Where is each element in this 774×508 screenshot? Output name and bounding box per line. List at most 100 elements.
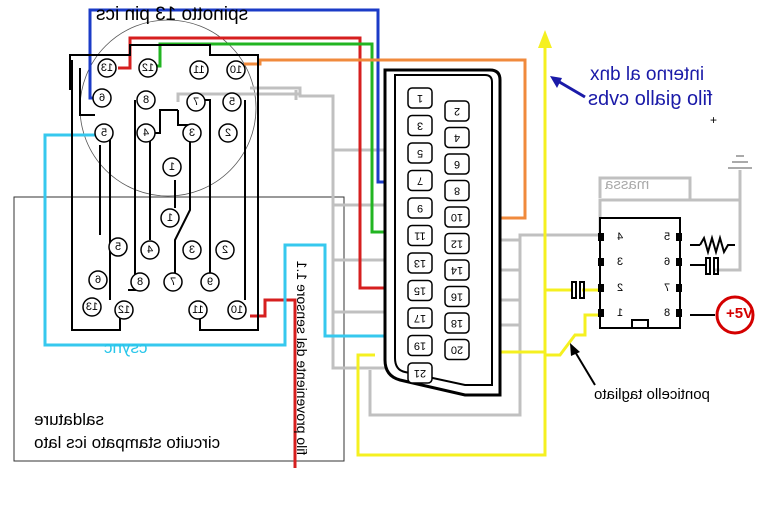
- scart-pin: 7: [407, 169, 433, 192]
- din-inner-pin-label: 2: [222, 244, 228, 256]
- scart-pin: 12: [444, 232, 470, 255]
- arrow-icon-ponticello: [570, 343, 580, 356]
- ic-pin-label: 6: [664, 256, 670, 268]
- scart-pin-label: 17: [414, 312, 426, 324]
- scart-pin: 1: [407, 87, 433, 109]
- ic-pin-lead: [676, 309, 682, 317]
- din-inner-pin: 7: [163, 272, 183, 292]
- din-outer-pin-label: 7: [193, 96, 199, 108]
- din-outer-pin-label: 1: [169, 161, 175, 173]
- ic-pin-label: 1: [617, 307, 623, 319]
- din-outer-pin-label: 5: [101, 127, 107, 139]
- ic-pin-lead: [676, 233, 682, 241]
- din-outer-pin-label: 13: [101, 62, 113, 74]
- scart-pin-label: 4: [454, 132, 460, 144]
- ic-pin-lead: [676, 284, 682, 292]
- stray-plus: +: [710, 113, 717, 127]
- scart-pin: 4: [444, 126, 470, 149]
- scart-connector: [383, 68, 502, 397]
- filo-label: filo giallo cvbs: [588, 88, 713, 110]
- supply-5v-icon: [715, 295, 755, 335]
- scart-pin-label: 2: [454, 105, 460, 117]
- scart-pin-label: 11: [414, 230, 425, 242]
- resistor-icon: [699, 234, 735, 256]
- din-inner-pin: 2: [215, 240, 235, 260]
- ic-pin-label: 2: [617, 282, 623, 294]
- scart-pin-label: 6: [454, 158, 460, 170]
- scart-pin-label: 7: [417, 175, 423, 187]
- arrow-icon-interno: [550, 76, 562, 88]
- din-inner-pin-label: 10: [231, 304, 243, 316]
- din-inner-pin-label: 7: [170, 276, 176, 288]
- ic-pin-label: 5: [664, 231, 670, 243]
- scart-pin: 8: [444, 179, 470, 202]
- scart-pin: 2: [444, 100, 470, 122]
- scart-pin: 19: [407, 334, 433, 357]
- scart-pin: 11: [407, 224, 433, 247]
- csync-label: csync: [104, 338, 148, 357]
- din-outer-pin-label: 2: [225, 127, 231, 139]
- ic-pin-lead: [598, 284, 604, 292]
- arrow-line-ponticello: [573, 349, 596, 386]
- din-outer-pin-label: 8: [143, 94, 149, 106]
- capacitor-icon: [690, 257, 719, 275]
- din-outer-pin-label: 10: [230, 64, 242, 76]
- interno-label: interno al dnx: [590, 64, 705, 85]
- scart-pin: 6: [444, 153, 470, 175]
- din-inner-pin-label: 4: [147, 244, 153, 256]
- din-inner-pin: 9: [200, 272, 220, 292]
- ic-pin-label: 8: [664, 307, 670, 319]
- plus-5v-label: +5V: [726, 305, 754, 322]
- ic-pin-lead: [598, 309, 604, 317]
- scart-pin: 15: [407, 279, 433, 302]
- din-outer-pin-label: 3: [189, 127, 195, 139]
- din-outer-pin: 3: [182, 123, 202, 143]
- scart-pin-label: 21: [414, 367, 426, 379]
- scart-pin: 13: [407, 252, 433, 274]
- scart-pin-label: 3: [417, 120, 423, 132]
- red-wire: [118, 36, 410, 468]
- din-outer-pin-label: 4: [143, 127, 149, 139]
- din-inner-pin-label: 13: [86, 301, 98, 313]
- ic-pin-lead: [598, 233, 604, 241]
- scart-pin-label: 1: [417, 92, 423, 104]
- din-outer-pin: 4: [136, 123, 156, 143]
- din-inner-pin: 3: [182, 240, 202, 260]
- capacitor-icon-2: [571, 281, 585, 299]
- din-outer-pin: 13: [97, 58, 117, 78]
- scart-pin: 17: [407, 307, 433, 329]
- ground-icon: [728, 155, 752, 169]
- din-inner-pin: 1: [160, 208, 180, 228]
- din-outer-pin: 11: [189, 60, 209, 80]
- din-outer-pin: 5: [94, 123, 114, 143]
- din-inner-pin-label: 11: [192, 304, 203, 316]
- din-inner-pin: 11: [188, 300, 208, 320]
- din-outer-pin-label: 12: [142, 62, 154, 74]
- scart-pin: 5: [407, 142, 433, 164]
- din-inner-pin: 13: [82, 297, 102, 317]
- ic-pin-label: 4: [617, 231, 623, 243]
- scart-pin-label: 5: [417, 147, 423, 159]
- scart-pin: 16: [444, 285, 470, 308]
- scart-pin-label: 20: [451, 344, 463, 356]
- din-inner-pin: 8: [130, 272, 150, 292]
- din-outer-pin: 8: [136, 90, 156, 110]
- ponticello-label: ponticello tagliato: [594, 386, 710, 403]
- din-inner-pin-label: 6: [95, 274, 101, 286]
- ic-pin-lead: [598, 258, 604, 266]
- din-outer-pin-label: 11: [193, 64, 204, 76]
- massa-label: massa: [605, 176, 650, 193]
- pcb-outline: [13, 196, 345, 462]
- ic-pin-label: 3: [617, 256, 623, 268]
- din-inner-pin: 12: [114, 300, 134, 320]
- vertical-wire-label: filo proveniente dal sensore 1.1: [294, 260, 310, 456]
- din-inner-pin: 5: [108, 237, 128, 257]
- din-outer-pin: 5: [222, 92, 242, 112]
- scart-pin: 21: [407, 362, 433, 384]
- scart-pin: 3: [407, 114, 433, 137]
- din-inner-pin-label: 3: [189, 244, 195, 256]
- scart-pin: 20: [444, 338, 470, 361]
